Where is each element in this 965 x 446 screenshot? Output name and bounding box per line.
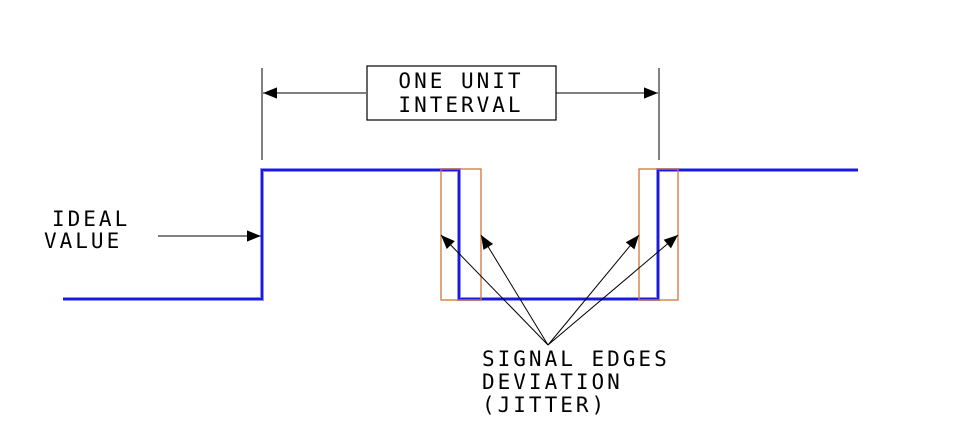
signal-waveform <box>63 168 858 301</box>
jitter-label-2: DEVIATION <box>482 370 623 394</box>
jitter-arrow-2 <box>480 234 549 346</box>
ideal-value-label-2: VALUE <box>44 229 122 253</box>
unit-interval-box <box>366 65 557 121</box>
jitter-label-3: (JITTER) <box>482 393 607 417</box>
jitter-arrow-1 <box>440 234 549 346</box>
signal-waveform-core <box>63 169 858 300</box>
jitter-arrow-4 <box>547 234 679 346</box>
jitter-window-left <box>440 168 482 301</box>
jitter-window-right <box>638 168 679 301</box>
ideal-value-label-1: IDEAL <box>52 207 130 231</box>
unit-interval-label-2: INTERVAL <box>398 93 523 117</box>
jitter-arrow-3 <box>547 234 640 346</box>
jitter-label-1: SIGNAL EDGES <box>482 347 670 371</box>
jitter-arrows <box>440 234 679 346</box>
unit-interval-label-1: ONE UNIT <box>398 69 523 93</box>
